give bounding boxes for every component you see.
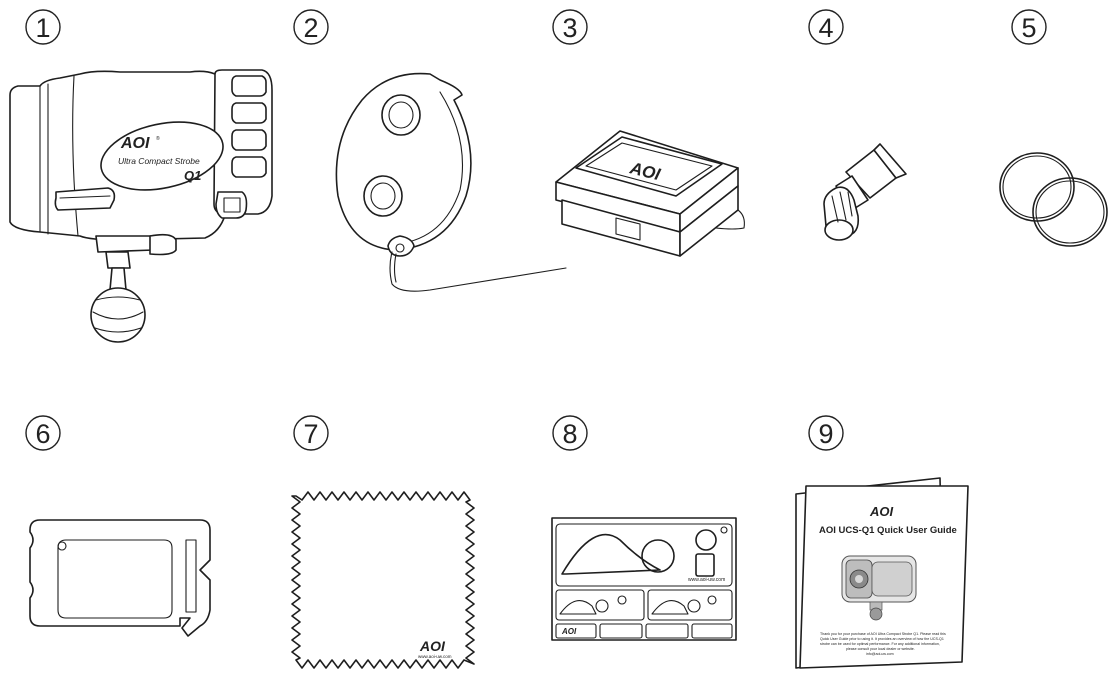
grease-tube-illustration: [823, 143, 907, 241]
guide-brand: AOI: [869, 504, 894, 519]
item-number-5: 5: [1011, 9, 1047, 45]
item-number-2: 2: [293, 9, 329, 45]
svg-text:6: 6: [35, 419, 50, 449]
quick-user-guide-illustration: AOI AOI UCS-Q1 Quick User Guide Thank yo…: [795, 477, 969, 669]
strobe-model: Q1: [184, 168, 201, 183]
o-rings-illustration: [999, 152, 1108, 247]
strobe-registered: ®: [156, 135, 160, 142]
cleaning-cloth-illustration: AOI www.aoi-uw.com: [291, 491, 475, 669]
item-number-7: 7: [293, 415, 329, 451]
guide-footer-line-5: info@aoi-uw.com: [866, 652, 894, 656]
cloth-url: www.aoi-uw.com: [418, 654, 452, 659]
cloth-brand: AOI: [419, 638, 446, 654]
sticker-brand-small: AOI: [561, 627, 577, 636]
diffuser-cap-illustration: [335, 72, 567, 292]
svg-text:5: 5: [1021, 13, 1036, 43]
guide-title: AOI UCS-Q1 Quick User Guide: [819, 525, 957, 536]
guide-footer-line-3: strobe can be used for optimal performan…: [820, 642, 940, 646]
battery-opener-illustration: [29, 519, 211, 637]
guide-footer-line-2: Quick User Guide prior to using it. It p…: [820, 637, 944, 641]
svg-text:2: 2: [303, 13, 318, 43]
storage-case-illustration: AOI: [555, 130, 745, 257]
item-number-4: 4: [808, 9, 844, 45]
guide-footer-line-4: please consult your local dealer or webs…: [846, 647, 915, 651]
guide-footer-line-1: Thank you for your purchase of AOI Ultra…: [820, 632, 946, 636]
svg-text:3: 3: [562, 13, 577, 43]
sticker-url: www.aoi-uw.com: [688, 577, 725, 583]
svg-text:8: 8: [562, 419, 577, 449]
svg-text:1: 1: [35, 13, 50, 43]
item-number-9: 9: [808, 415, 844, 451]
item-number-8: 8: [552, 415, 588, 451]
item-number-3: 3: [552, 9, 588, 45]
svg-text:4: 4: [818, 13, 833, 43]
svg-text:9: 9: [818, 419, 833, 449]
item-number-6: 6: [25, 415, 61, 451]
strobe-model-line: Ultra Compact Strobe: [118, 156, 200, 166]
item-number-1: 1: [25, 9, 61, 45]
svg-text:7: 7: [303, 419, 318, 449]
strobe-brand: AOI: [120, 135, 150, 152]
sticker-sheet-illustration: www.aoi-uw.com AOI: [551, 517, 737, 641]
strobe-illustration: AOI ® Ultra Compact Strobe Q1: [9, 69, 273, 343]
